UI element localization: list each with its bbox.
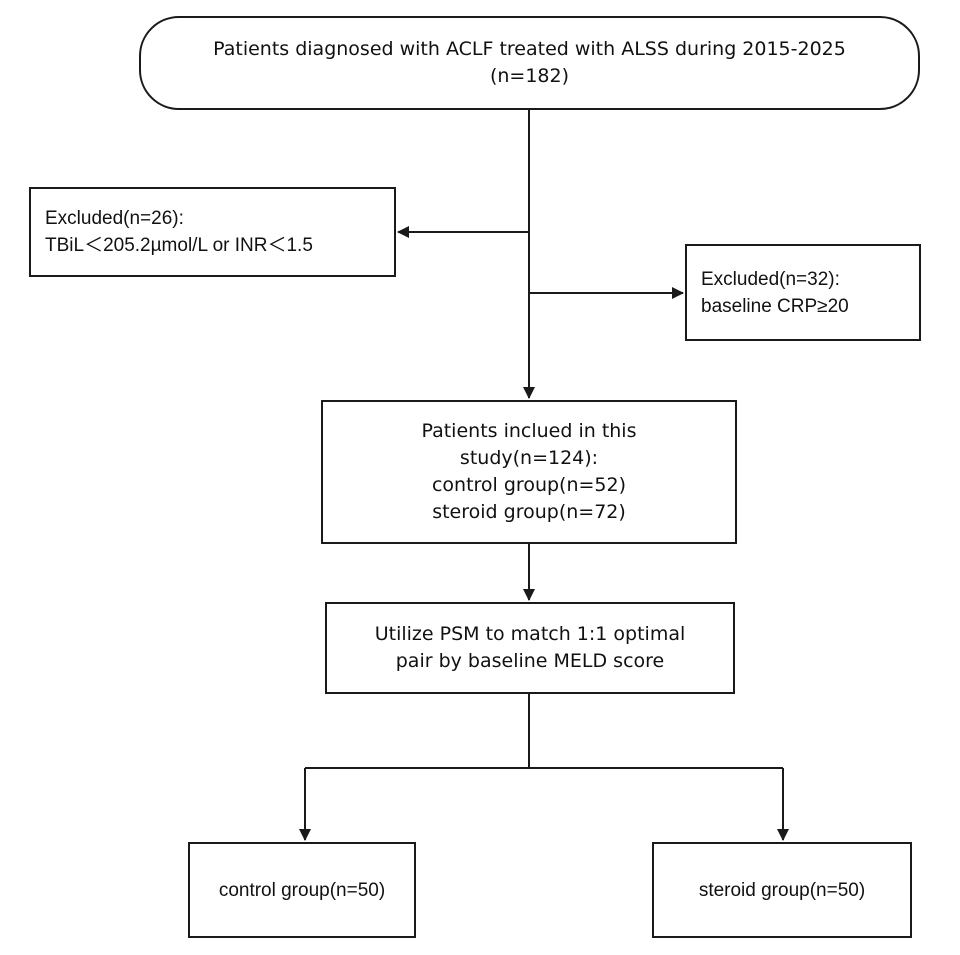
exclusion-2-title: Excluded(n=32): — [701, 268, 840, 290]
start-line-2: (n=182) — [489, 65, 570, 87]
exclusion-2-criteria: baseline CRP≥20 — [701, 295, 849, 317]
final-control-group-box: control group(n=50) — [188, 842, 416, 938]
exclusion-1-criteria: TBiL＜205.2µmol/L or INR＜1.5 — [45, 235, 313, 256]
included-line-2: study(n=124): — [459, 447, 599, 469]
psm-line-1: Utilize PSM to match 1:1 optimal — [374, 623, 686, 645]
patients-diagnosed-box: Patients diagnosed with ACLF treated wit… — [139, 16, 920, 110]
start-line-1: Patients diagnosed with ACLF treated wit… — [213, 38, 846, 60]
exclusion-box-1: Excluded(n=26): TBiL＜205.2µmol/L or INR＜… — [29, 187, 396, 277]
psm-matching-box: Utilize PSM to match 1:1 optimal pair by… — [325, 602, 735, 694]
exclusion-box-2: Excluded(n=32): baseline CRP≥20 — [685, 244, 921, 341]
final-steroid-group-box: steroid group(n=50) — [652, 842, 912, 938]
included-line-3: control group(n=52) — [431, 474, 627, 496]
psm-line-2: pair by baseline MELD score — [395, 650, 665, 672]
exclusion-1-title: Excluded(n=26): — [45, 208, 184, 229]
included-line-4: steroid group(n=72) — [432, 501, 626, 523]
final-control-label: control group(n=50) — [218, 879, 386, 901]
included-patients-box: Patients inclued in this study(n=124): c… — [321, 400, 737, 544]
included-line-1: Patients inclued in this — [421, 420, 637, 442]
final-steroid-label: steroid group(n=50) — [698, 879, 866, 901]
